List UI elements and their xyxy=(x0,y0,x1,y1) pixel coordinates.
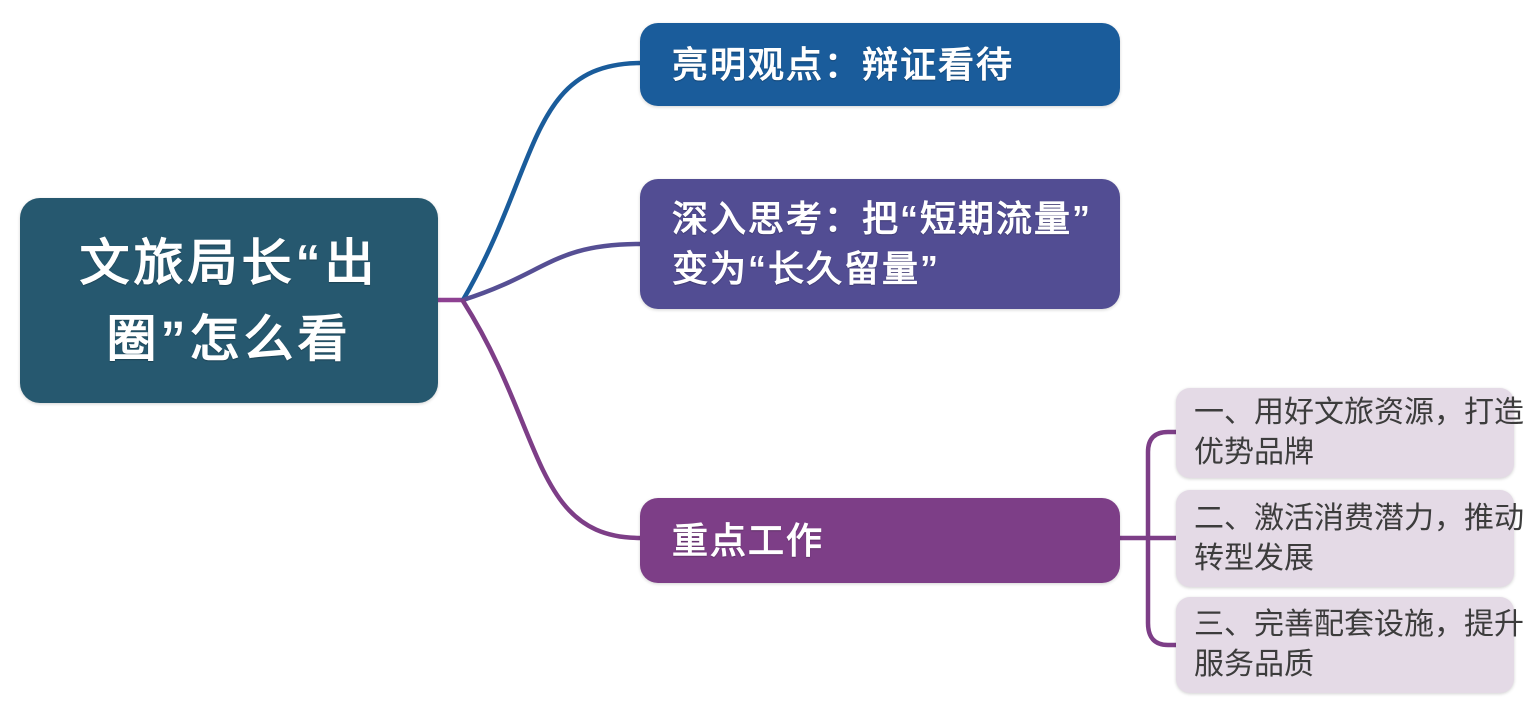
leaf-node-key-work-2-line2: 转型发展 xyxy=(1194,541,1314,575)
connector-root-to-branch3 xyxy=(460,298,644,541)
leaf-node-key-work-1-line2: 优势品牌 xyxy=(1194,436,1314,469)
root-node-label-line1: 文旅局长“出 xyxy=(79,234,379,291)
leaf-node-key-work-2-line1: 二、激活消费潜力，推动 xyxy=(1194,501,1524,535)
branch-node-deep-thinking[interactable]: 深入思考：把“短期流量” 变为“长久留量” xyxy=(640,179,1120,309)
branch-node-key-work-label: 重点工作 xyxy=(672,519,825,561)
connector-branch3-bracket xyxy=(1145,429,1180,648)
leaf-node-key-work-2[interactable]: 二、激活消费潜力，推动 转型发展 xyxy=(1176,490,1524,587)
branch-node-viewpoint[interactable]: 亮明观点：辩证看待 xyxy=(640,23,1120,106)
leaf-node-key-work-3-line2: 服务品质 xyxy=(1194,648,1314,681)
branch-node-deep-thinking-label-line2: 变为“长久留量” xyxy=(672,248,941,289)
root-node-label-line2: 圈”怎么看 xyxy=(106,310,352,367)
root-node[interactable]: 文旅局长“出 圈”怎么看 xyxy=(20,198,438,403)
leaf-node-key-work-3[interactable]: 三、完善配套设施，提升 服务品质 xyxy=(1176,597,1524,693)
leaf-node-key-work-1[interactable]: 一、用好文旅资源，打造 优势品牌 xyxy=(1176,388,1524,478)
branch-node-key-work[interactable]: 重点工作 xyxy=(640,498,1120,583)
leaf-node-key-work-3-line1: 三、完善配套设施，提升 xyxy=(1194,608,1524,641)
connector-root-to-branch1 xyxy=(460,60,644,303)
branch-node-deep-thinking-label-line1: 深入思考：把“短期流量” xyxy=(672,198,1093,239)
branch-node-viewpoint-label: 亮明观点：辩证看待 xyxy=(672,43,1015,85)
connector-root-to-branch2 xyxy=(460,241,644,303)
leaf-node-key-work-1-line1: 一、用好文旅资源，打造 xyxy=(1194,396,1524,429)
